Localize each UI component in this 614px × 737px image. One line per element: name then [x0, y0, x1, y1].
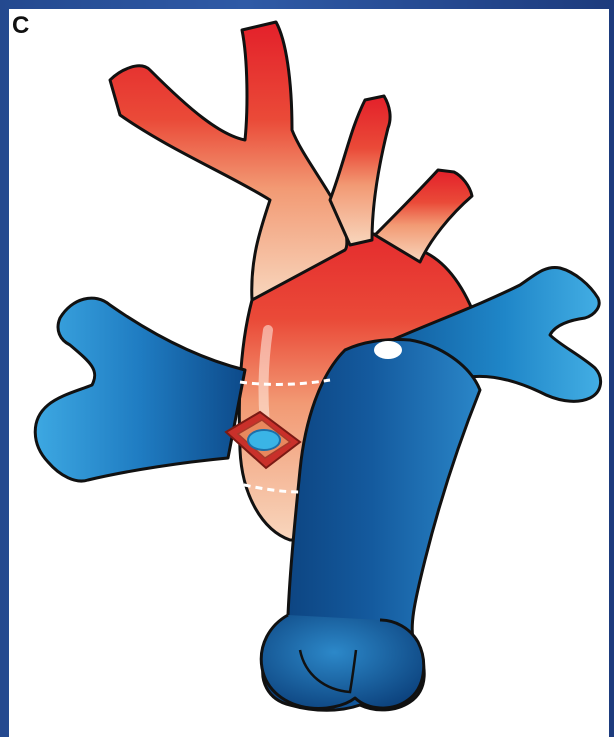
trunk-root-bulb — [261, 615, 423, 709]
left-pulmonary-vessel — [35, 298, 245, 481]
patch-opening — [248, 430, 280, 450]
brachiocephalic-branch — [110, 22, 347, 300]
carotid-branch — [330, 96, 390, 245]
vessel-gap — [374, 341, 402, 359]
left-pulmonary-branch — [35, 298, 245, 481]
